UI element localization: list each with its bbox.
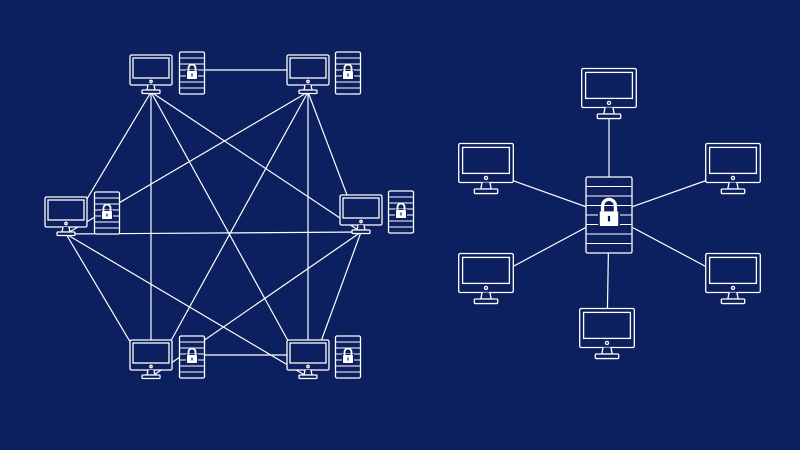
monitor-icon — [286, 54, 330, 95]
padlock-icon — [342, 63, 354, 80]
peer-node — [129, 335, 206, 380]
client-monitor-icon — [581, 67, 637, 120]
padlock-icon — [342, 347, 354, 364]
connection-line — [150, 91, 362, 233]
monitor-icon — [44, 196, 88, 237]
locked-ledger-icon — [93, 191, 121, 235]
monitor-icon — [129, 54, 173, 95]
peer-node — [286, 335, 362, 380]
client-monitor-icon — [705, 252, 761, 305]
peer-node — [44, 191, 121, 237]
client-monitor-icon — [705, 142, 761, 195]
monitor-icon — [286, 339, 330, 380]
padlock-icon — [101, 203, 113, 220]
monitor-icon — [339, 194, 383, 235]
connection-line — [150, 91, 309, 378]
padlock-icon — [186, 63, 198, 80]
locked-ledger-icon — [387, 190, 415, 234]
peer-node — [129, 51, 206, 95]
peer-node — [286, 51, 362, 95]
padlock-icon — [395, 202, 407, 219]
locked-ledger-icon — [334, 51, 362, 95]
locked-ledger-icon — [334, 335, 362, 379]
peer-node — [339, 190, 415, 235]
client-monitor-icon — [458, 252, 514, 305]
client-monitor-icon — [458, 142, 514, 195]
monitor-icon — [129, 339, 173, 380]
locked-ledger-icon — [178, 335, 206, 379]
central-ledger-icon — [585, 176, 633, 254]
client-monitor-icon — [579, 307, 635, 360]
locked-ledger-icon — [178, 51, 206, 95]
padlock-icon — [186, 347, 198, 364]
padlock-icon — [597, 197, 621, 228]
connection-line — [65, 233, 309, 378]
